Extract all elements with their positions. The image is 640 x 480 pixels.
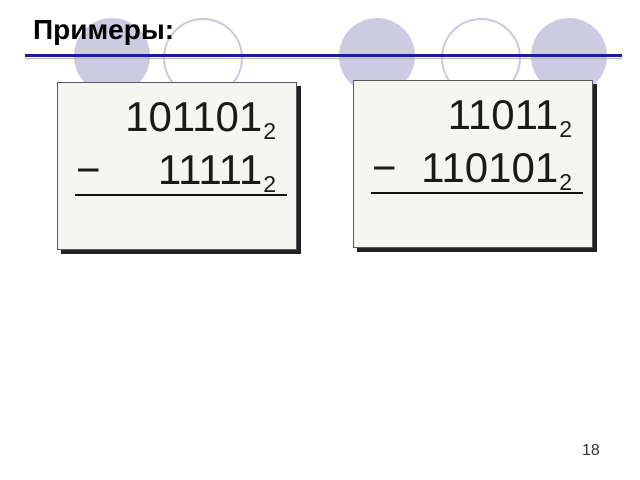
slide-title: Примеры: xyxy=(33,14,175,45)
subtrahend-value: 110101 xyxy=(421,144,559,191)
subtrahend-line: 1101012 xyxy=(421,144,572,198)
base-subscript: 2 xyxy=(263,171,276,197)
base-subscript: 2 xyxy=(263,118,276,144)
base-subscript: 2 xyxy=(559,169,572,195)
minus-operator: − xyxy=(372,144,397,191)
minuend-line: 1011012 xyxy=(125,93,276,147)
example-box-2: 110112 − 1101012 xyxy=(353,80,593,248)
title-divider-thin-line xyxy=(25,58,622,59)
base-subscript: 2 xyxy=(559,116,572,142)
title-divider-line xyxy=(25,54,622,57)
answer-line xyxy=(371,192,583,194)
answer-line xyxy=(75,194,287,196)
minuend-line: 110112 xyxy=(448,91,572,145)
minuend-value: 101101 xyxy=(125,93,263,140)
page-number: 18 xyxy=(582,442,600,459)
subtrahend-line: 111112 xyxy=(158,146,276,200)
minus-operator: − xyxy=(76,146,101,193)
example-box-1: 1011012 − 111112 xyxy=(57,82,297,250)
subtrahend-value: 11111 xyxy=(157,146,263,193)
minuend-value: 11011 xyxy=(447,91,559,138)
